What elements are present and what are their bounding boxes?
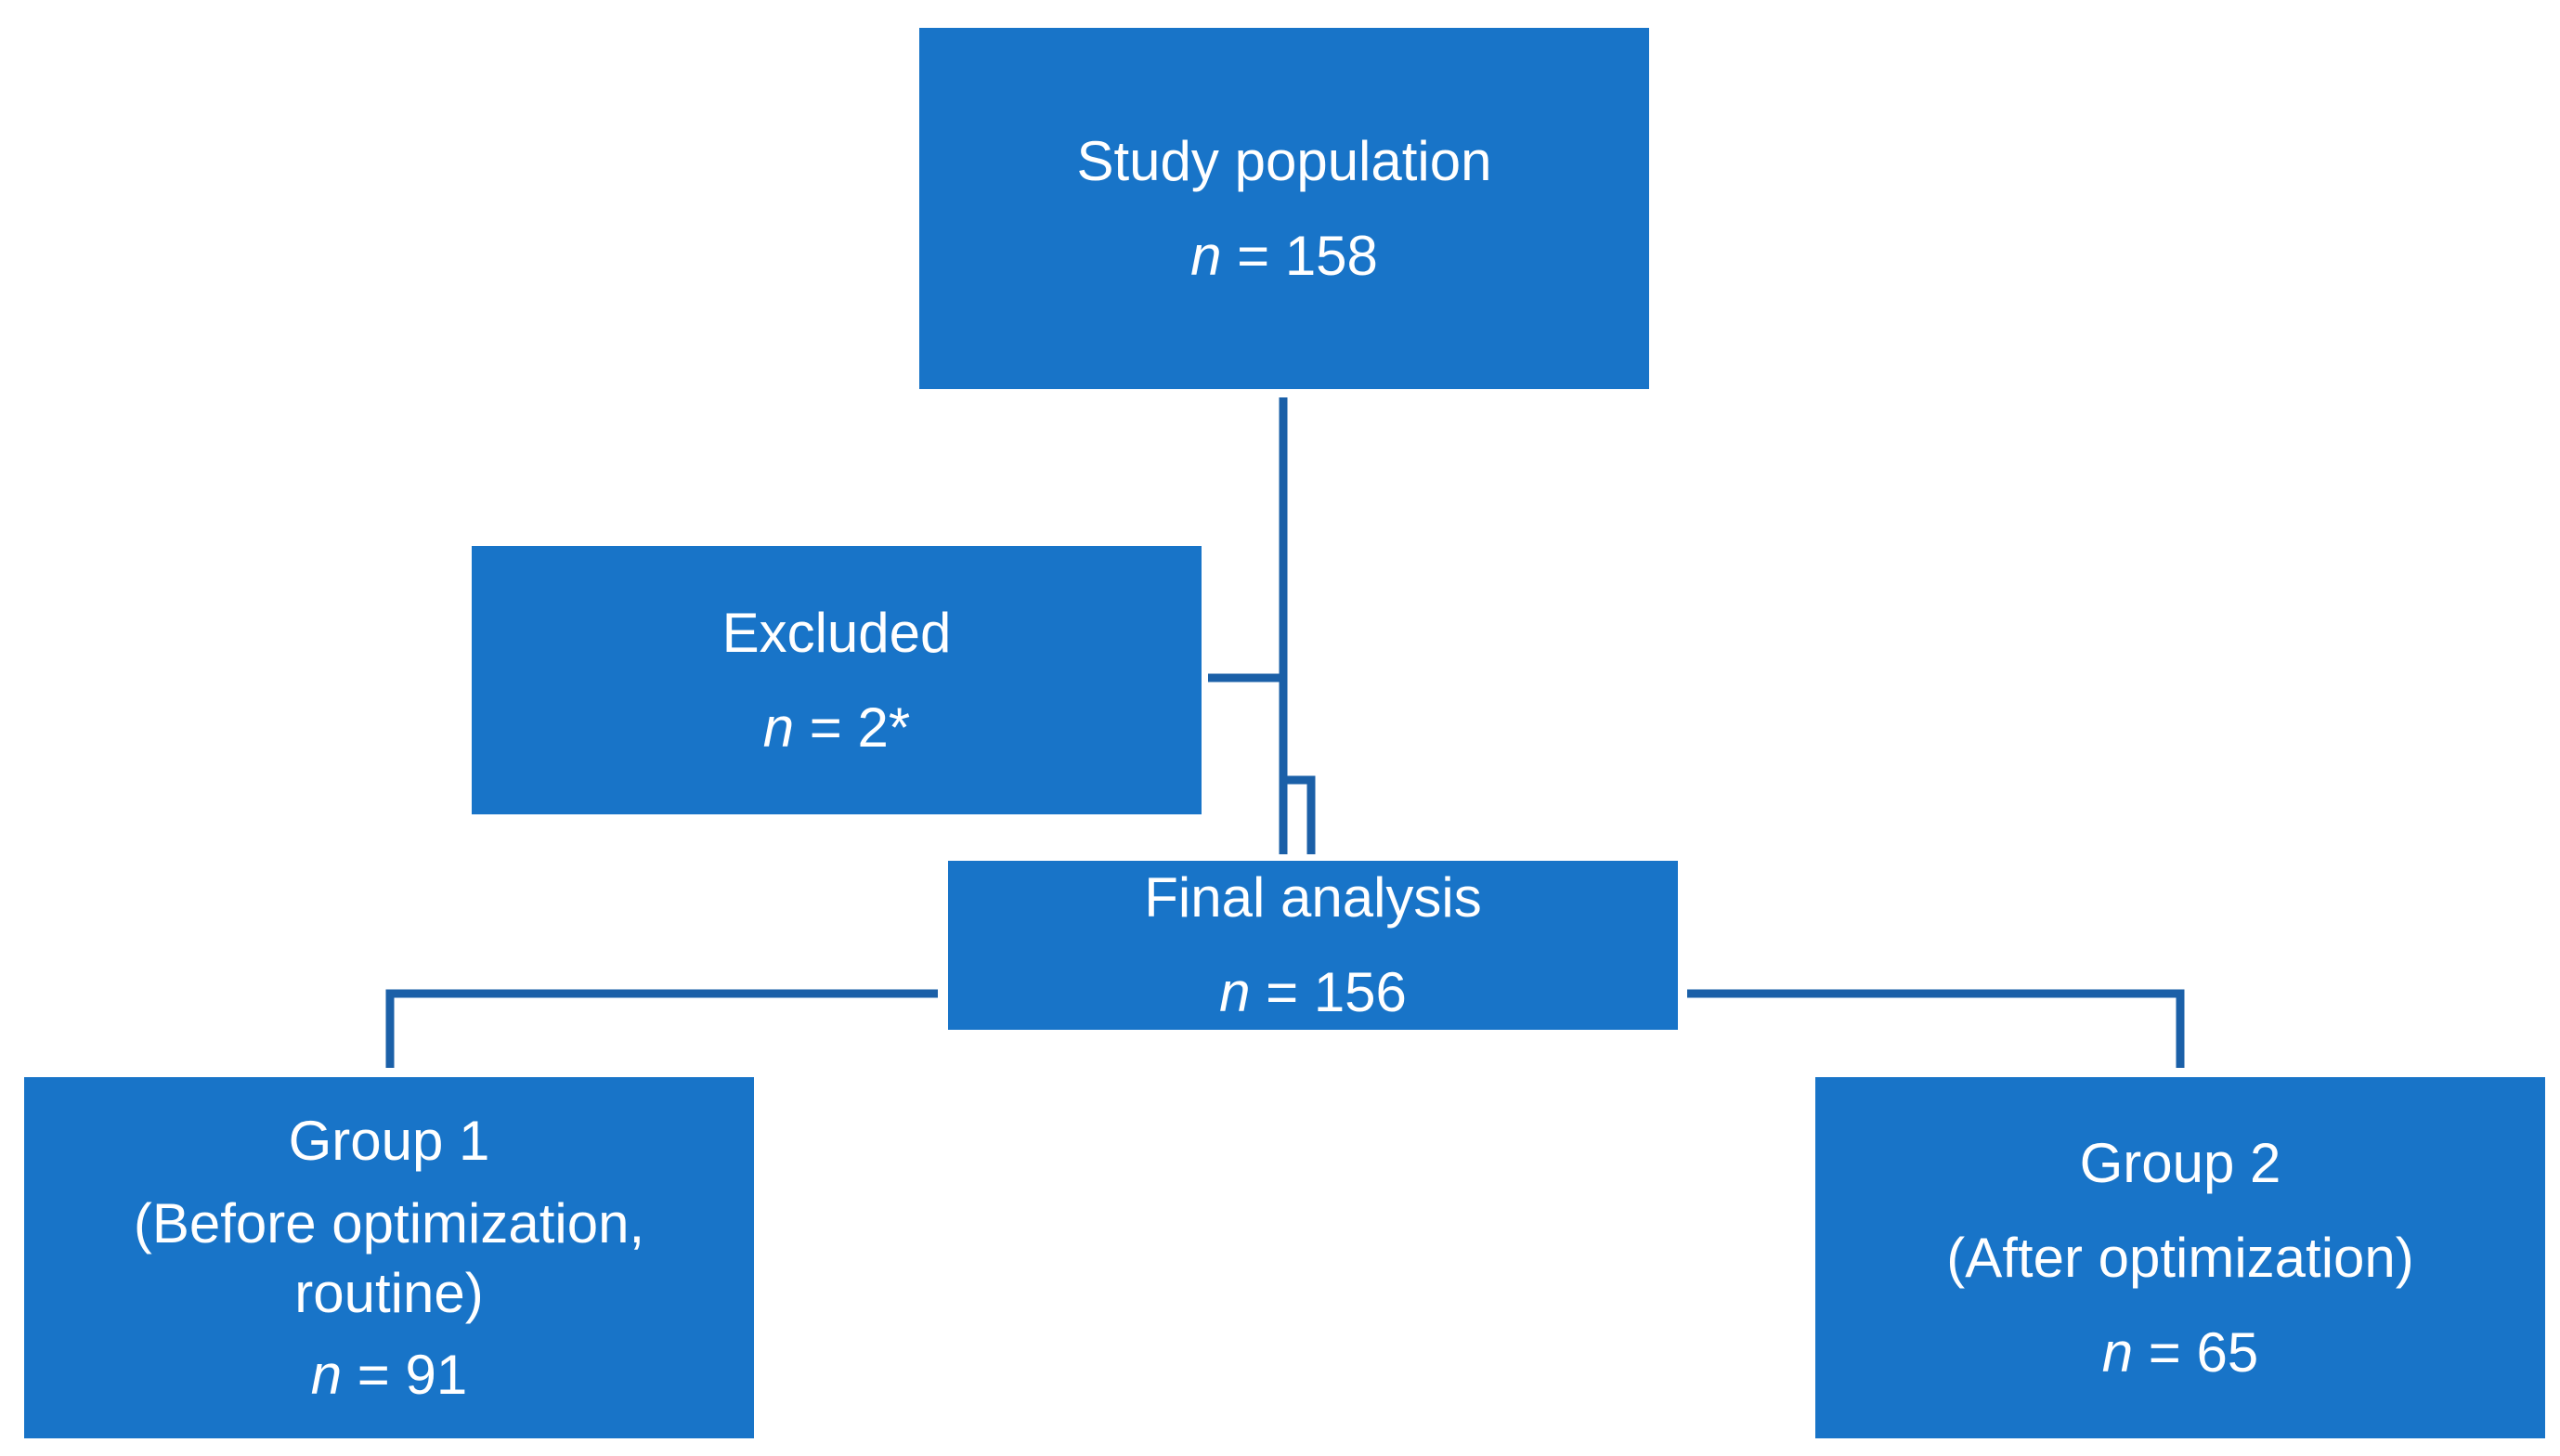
n-symbol: n [1219, 961, 1251, 1023]
count-value: = 2* [794, 696, 911, 759]
connector-final-to-group1 [385, 989, 938, 1068]
n-symbol: n [310, 1343, 343, 1406]
group1-box: Group 1 (Before optimization, routine) n… [24, 1077, 754, 1438]
group2-box: Group 2 (After optimization) n = 65 [1815, 1077, 2545, 1438]
count-value: = 65 [2133, 1320, 2259, 1384]
study-population-box: Study population n = 158 [919, 28, 1649, 389]
final-analysis-title: Final analysis [1144, 866, 1482, 929]
final-analysis-count: n = 156 [1219, 945, 1407, 1040]
group1-count: n = 91 [311, 1328, 468, 1423]
group1-subtitle-line2: routine) [294, 1261, 484, 1324]
count-value: = 91 [342, 1343, 468, 1406]
study-population-count: n = 158 [1190, 209, 1378, 304]
group1-title: Group 1 [288, 1109, 490, 1172]
connector-final-bracket [1283, 775, 1316, 854]
count-value: = 156 [1250, 961, 1407, 1023]
connector-final-to-group2 [1687, 989, 2185, 1068]
count-value: = 158 [1221, 224, 1378, 287]
final-analysis-box: Final analysis n = 156 [948, 861, 1678, 1030]
excluded-title: Excluded [721, 601, 952, 664]
study-population-title: Study population [1076, 129, 1492, 192]
group1-subtitle-line1: (Before optimization, [133, 1191, 645, 1254]
group2-title: Group 2 [2079, 1131, 2281, 1194]
group2-count: n = 65 [2102, 1306, 2259, 1400]
group2-subtitle: (After optimization) [1946, 1226, 2414, 1289]
excluded-count: n = 2* [763, 681, 910, 775]
n-symbol: n [762, 696, 795, 759]
excluded-box: Excluded n = 2* [472, 546, 1202, 814]
n-symbol: n [2101, 1320, 2134, 1384]
n-symbol: n [1190, 224, 1222, 287]
